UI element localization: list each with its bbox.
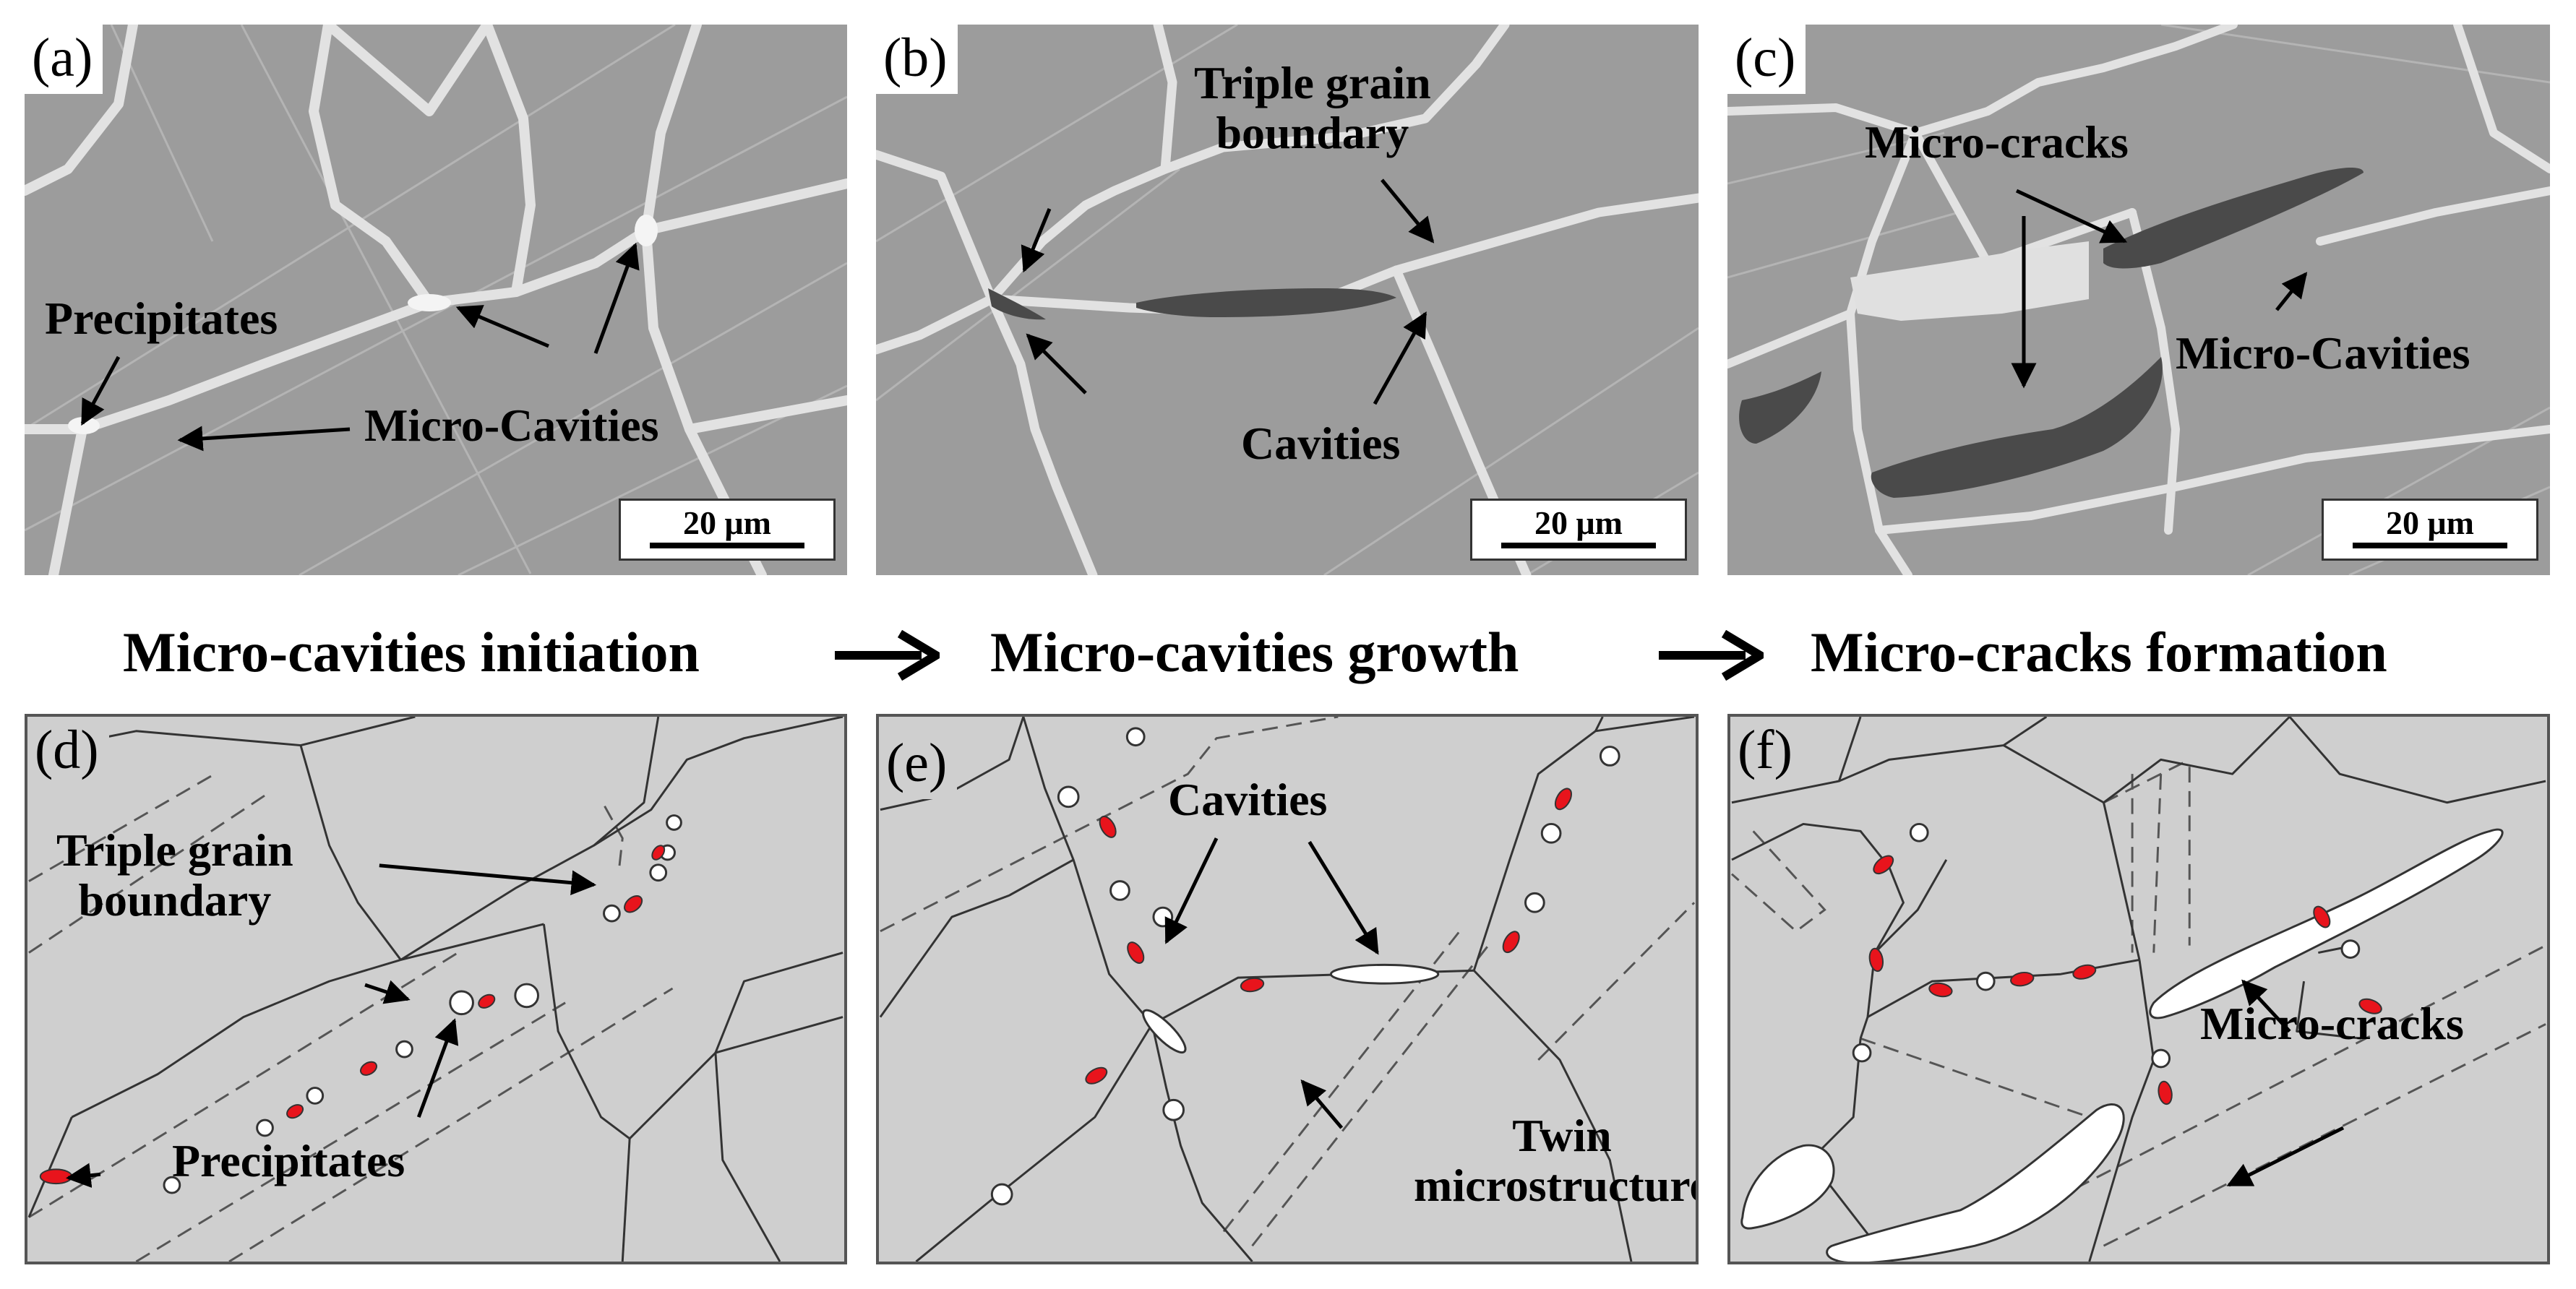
label-triple-grain-line2-d: boundary bbox=[78, 874, 272, 926]
schematic-panel-f: (f) Micro-cracks bbox=[1727, 714, 2550, 1264]
sem-panel-b: (b) Triple grain boundary Cavities 20 μm bbox=[876, 25, 1699, 575]
grain-schematic-d bbox=[27, 717, 843, 1262]
scale-bar-text-b: 20 μm bbox=[1534, 504, 1623, 541]
label-triple-grain-line1-d: Triple grain bbox=[56, 824, 293, 876]
schematic-panel-d: (d) Triple grain boundary Precipitates bbox=[25, 714, 847, 1264]
scale-bar-b: 20 μm bbox=[1470, 499, 1687, 561]
scale-bar-c: 20 μm bbox=[2322, 499, 2538, 561]
stage-label-growth: Micro-cavities growth bbox=[990, 621, 1519, 684]
label-micro-cracks-f: Micro-cracks bbox=[2200, 998, 2464, 1049]
stage-label-initiation: Micro-cavities initiation bbox=[123, 621, 700, 684]
label-twin-microstructure-e: Twin microstructure bbox=[1414, 1110, 1699, 1212]
scale-bar-a: 20 μm bbox=[619, 499, 836, 561]
panel-tag-a: (a) bbox=[25, 25, 103, 94]
label-cavities-e: Cavities bbox=[1168, 774, 1328, 825]
label-triple-grain-line1-b: Triple grain bbox=[1194, 57, 1431, 108]
sem-panel-c: (c) Micro-cracks Micro-Cavities 20 μm bbox=[1727, 25, 2550, 575]
sem-panel-a: (a) Precipitates Micro-Cavities 20 μm bbox=[25, 25, 847, 575]
label-precipitates-d: Precipitates bbox=[172, 1135, 405, 1186]
stage-arrow-2 bbox=[1659, 630, 1764, 681]
grain-schematic-f bbox=[1730, 717, 2546, 1262]
label-micro-cavities-c: Micro-Cavities bbox=[2176, 327, 2470, 379]
panel-tag-e: (e) bbox=[879, 730, 958, 799]
panel-tag-c: (c) bbox=[1727, 25, 1806, 94]
label-micro-cracks-c: Micro-cracks bbox=[1865, 116, 2129, 168]
grain-structure-c bbox=[1727, 25, 2550, 575]
panel-tag-b: (b) bbox=[876, 25, 958, 94]
label-triple-grain-b: Triple grain boundary bbox=[1194, 58, 1431, 158]
grain-structure-a bbox=[25, 25, 847, 575]
stage-label-formation: Micro-cracks formation bbox=[1811, 621, 2387, 684]
grain-schematic-e bbox=[879, 717, 1696, 1262]
schematic-panel-e: (e) Cavities Twin microstructure bbox=[876, 714, 1699, 1264]
scale-bar-line-c bbox=[2353, 543, 2507, 548]
label-twin-line2-e: microstructure bbox=[1414, 1160, 1699, 1212]
stage-arrow-1 bbox=[835, 630, 940, 681]
scale-bar-line-a bbox=[650, 543, 804, 548]
label-triple-grain-d: Triple grain boundary bbox=[56, 825, 293, 925]
label-triple-grain-line2-b: boundary bbox=[1216, 107, 1409, 159]
label-precipitates-a: Precipitates bbox=[45, 293, 278, 344]
scale-bar-text-c: 20 μm bbox=[2386, 504, 2474, 541]
label-cavities-b: Cavities bbox=[1241, 418, 1401, 469]
scale-bar-line-b bbox=[1501, 543, 1656, 548]
label-twin-line1-e: Twin bbox=[1512, 1110, 1612, 1161]
label-micro-cavities-a: Micro-Cavities bbox=[364, 400, 659, 451]
panel-tag-d: (d) bbox=[27, 717, 109, 786]
panel-tag-f: (f) bbox=[1730, 717, 1803, 786]
scale-bar-text-a: 20 μm bbox=[683, 504, 771, 541]
